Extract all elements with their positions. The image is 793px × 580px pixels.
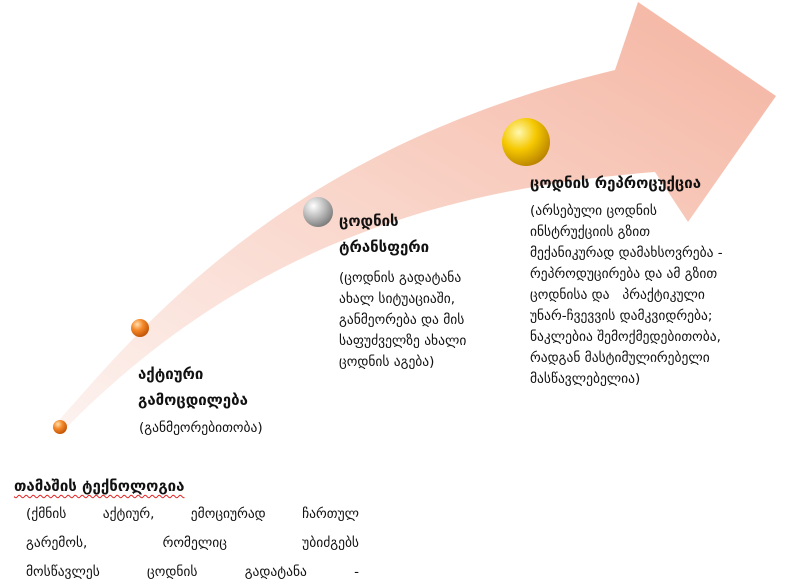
ball-silver xyxy=(303,197,333,227)
stage-2-body: (განმეორებითობა) xyxy=(139,420,263,436)
stage-4-title: ცოდნის რეპროცუქცია xyxy=(530,174,702,192)
stage-2-title-line1: აქტიური xyxy=(138,365,204,383)
stage-3-title-line2: ტრანსფერი xyxy=(339,238,430,256)
ball-orange xyxy=(131,319,149,337)
ball-gold xyxy=(502,118,550,166)
stage-4-body: (არსებული ცოდნის ინსტრუქციის გზით მექანი… xyxy=(530,203,723,387)
stage-3-title-line1: ცოდნის xyxy=(339,212,399,230)
stage-1-title: თამაშის ტექნოლოგია xyxy=(14,477,185,495)
ball-orange-small xyxy=(53,420,67,434)
stage-3-body: (ცოდნის გადატანა ახალ სიტუაციაში, განმეო… xyxy=(339,270,467,370)
arrow-shape xyxy=(52,2,776,432)
stage-2-title-line2: გამოცდილება xyxy=(138,391,248,409)
stage-1-body: (ქმნის აქტიურ, ემოციურად ჩართულ გარემოს,… xyxy=(26,506,359,580)
